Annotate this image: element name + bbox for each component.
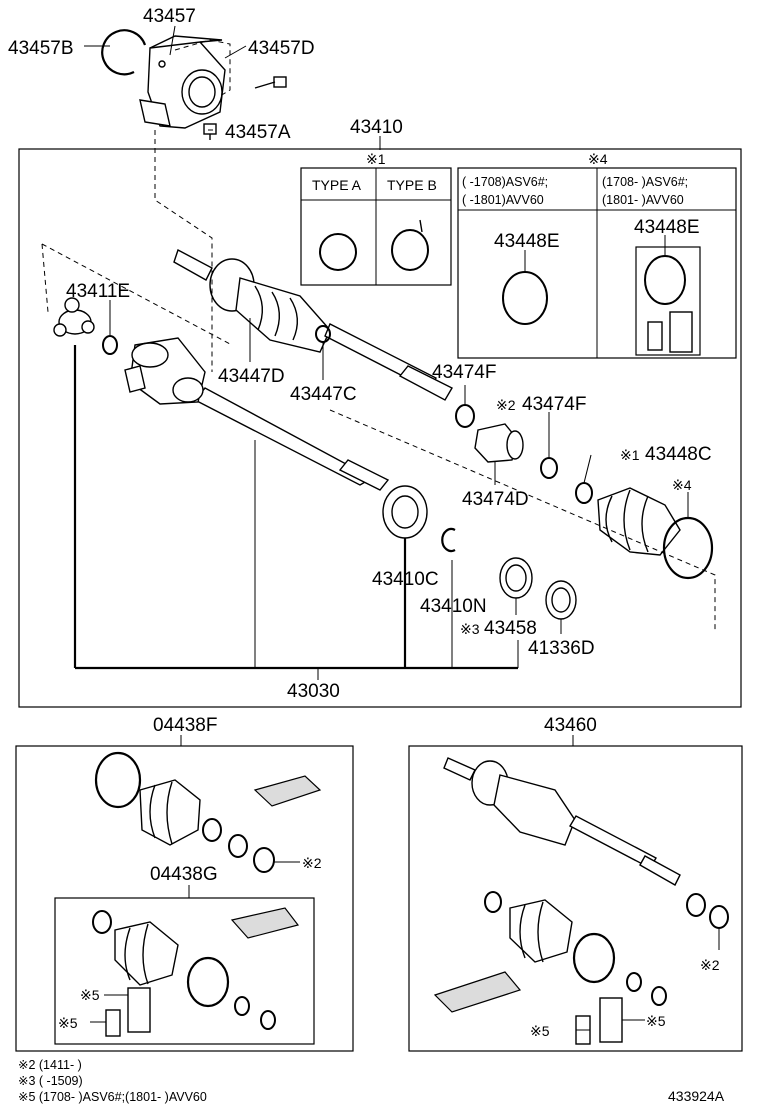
mark-2-c: ※2 xyxy=(700,957,720,973)
inboard-joint-housing xyxy=(124,337,206,405)
kit-04438G-parts xyxy=(92,907,300,1037)
variant-left-line1: ( -1708)ASV6#; xyxy=(462,175,548,189)
drive-shaft-outer xyxy=(173,248,453,401)
kit-04438G-frame xyxy=(54,897,315,1045)
seal-41336D xyxy=(545,580,577,620)
mark-5-a: ※5 xyxy=(80,987,100,1003)
clamp-type-b xyxy=(391,229,429,271)
mark-2-a: ※2 xyxy=(496,397,516,413)
label-43457A: 43457A xyxy=(225,122,291,143)
diagram-id: 433924A xyxy=(668,1088,725,1104)
kit-04438F-parts xyxy=(94,751,322,873)
label-43457D: 43457D xyxy=(248,38,315,59)
label-43410N: 43410N xyxy=(420,596,487,617)
kit-04438F-frame xyxy=(15,745,354,1052)
type-a-label: TYPE A xyxy=(312,177,362,193)
label-43457: 43457 xyxy=(143,6,196,27)
tripod-joint xyxy=(53,297,95,337)
type-b-label: TYPE B xyxy=(387,177,437,193)
ring-43410N xyxy=(441,527,456,553)
label-43448C: 43448C xyxy=(645,444,712,465)
clamp-type-a xyxy=(319,233,357,271)
label-43474F-2: 43474F xyxy=(522,394,586,415)
label-43447C: 43447C xyxy=(290,384,357,405)
mark-4: ※4 xyxy=(588,151,608,167)
label-43457B: 43457B xyxy=(8,38,74,59)
label-43448E-left: 43448E xyxy=(494,231,560,252)
mark-4-b: ※4 xyxy=(672,477,692,493)
label-43410C: 43410C xyxy=(372,569,439,590)
label-43030: 43030 xyxy=(287,681,340,702)
bracket-phantom xyxy=(174,39,231,97)
seal-43458 xyxy=(499,557,533,599)
bolt-43457D xyxy=(254,76,287,89)
assembly-43460-parts xyxy=(433,757,729,1045)
clamp-43448C xyxy=(575,482,593,504)
mark-1: ※1 xyxy=(366,151,386,167)
guide-line-4 xyxy=(329,409,716,632)
label-04438F: 04438F xyxy=(153,715,217,736)
label-43474D: 43474D xyxy=(462,489,529,510)
mark-5-c: ※5 xyxy=(646,1013,666,1029)
variant-right-line2: (1801- )AVV60 xyxy=(602,193,684,207)
boot-outer xyxy=(597,487,681,556)
note-2: ※2 (1411- ) xyxy=(18,1058,82,1072)
label-43458: 43458 xyxy=(484,618,537,639)
variant-box xyxy=(457,167,737,359)
band-43448E xyxy=(662,516,714,580)
guide-line-3 xyxy=(154,130,213,372)
mark-1-b: ※1 xyxy=(620,447,640,463)
snap-ring-43457B xyxy=(101,29,147,76)
mark-5-d: ※5 xyxy=(530,1023,550,1039)
mark-3: ※3 xyxy=(460,621,480,637)
kit-43448E-right xyxy=(635,246,701,356)
label-43448E-right: 43448E xyxy=(634,217,700,238)
note-5: ※5 (1708- )ASV6#;(1801- )AVV60 xyxy=(18,1090,207,1104)
label-43447D: 43447D xyxy=(218,366,285,387)
clamp-type-b-tab xyxy=(419,219,423,233)
label-43411E: 43411E xyxy=(66,281,130,302)
mark-2-b: ※2 xyxy=(302,855,322,871)
variant-right-line1: (1708- )ASV6#; xyxy=(602,175,688,189)
snap-ring-43411E xyxy=(102,335,118,355)
joint-43474D xyxy=(474,423,524,463)
label-43410: 43410 xyxy=(350,117,403,138)
variant-left-line2: ( -1801)AVV60 xyxy=(462,193,544,207)
clamp-type-box xyxy=(300,167,452,286)
clamp-43474F-2 xyxy=(540,457,558,479)
label-04438G: 04438G xyxy=(150,864,218,885)
mark-5-b: ※5 xyxy=(58,1015,78,1031)
clamp-43474F-1 xyxy=(455,404,475,428)
leader-lines xyxy=(84,25,720,1031)
note-3: ※3 ( -1509) xyxy=(18,1074,83,1088)
bolt-43457A xyxy=(203,123,217,140)
label-43474F-1: 43474F xyxy=(432,362,496,383)
bracket-43457 xyxy=(139,35,226,129)
label-41336D: 41336D xyxy=(528,638,595,659)
assembly-43460-frame xyxy=(408,745,743,1052)
label-43460: 43460 xyxy=(544,715,597,736)
band-43448E-left xyxy=(502,271,548,325)
bearing-43410C xyxy=(382,485,428,539)
guide-line-2 xyxy=(41,243,49,313)
main-assembly-frame xyxy=(18,148,742,708)
